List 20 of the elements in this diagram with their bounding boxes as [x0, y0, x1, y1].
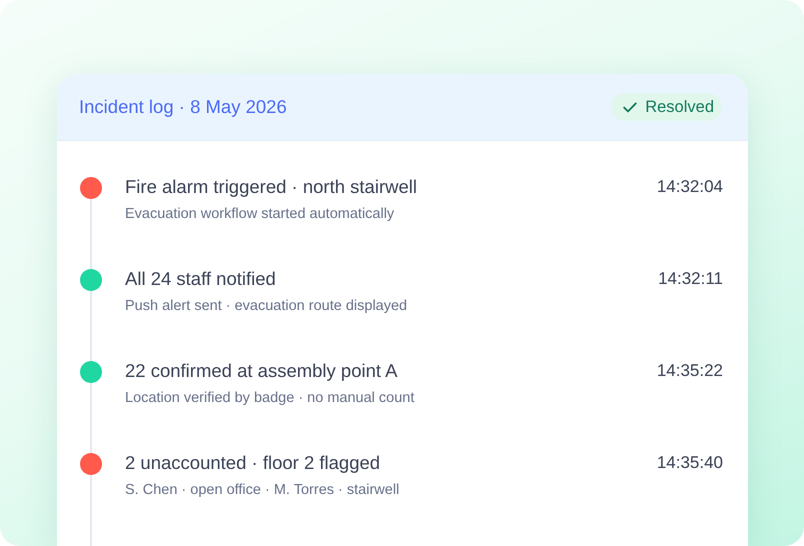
event-title: 2 unaccounted · floor 2 flagged — [125, 452, 380, 474]
event-detail: Location verified by badge · no manual count — [125, 389, 414, 407]
status-label: Resolved — [645, 97, 714, 117]
event-time: 14:32:04 — [656, 176, 723, 198]
event-detail: Push alert sent · evacuation route displayed — [125, 297, 408, 315]
event-title: Fire alarm triggered · north stairwell — [125, 176, 417, 198]
status-dot-icon — [80, 177, 102, 199]
event-detail: Evacuation workflow started automatically — [125, 205, 394, 223]
status-dot-icon — [80, 453, 102, 475]
event-time: 14:35:22 — [656, 360, 723, 382]
status-dot-icon — [80, 269, 102, 291]
event-time: 14:35:40 — [656, 452, 723, 474]
status-dot-icon — [80, 361, 102, 383]
event-detail: S. Chen · open office · M. Torres · stairwell — [125, 481, 400, 499]
status-badge — [611, 93, 722, 121]
event-time: 14:32:11 — [658, 268, 723, 290]
incident-card — [57, 74, 748, 546]
event-title: 22 confirmed at assembly point A — [125, 360, 398, 382]
event-title: All 24 staff notified — [125, 268, 276, 290]
card-title: Incident log · 8 May 2026 — [79, 96, 287, 118]
